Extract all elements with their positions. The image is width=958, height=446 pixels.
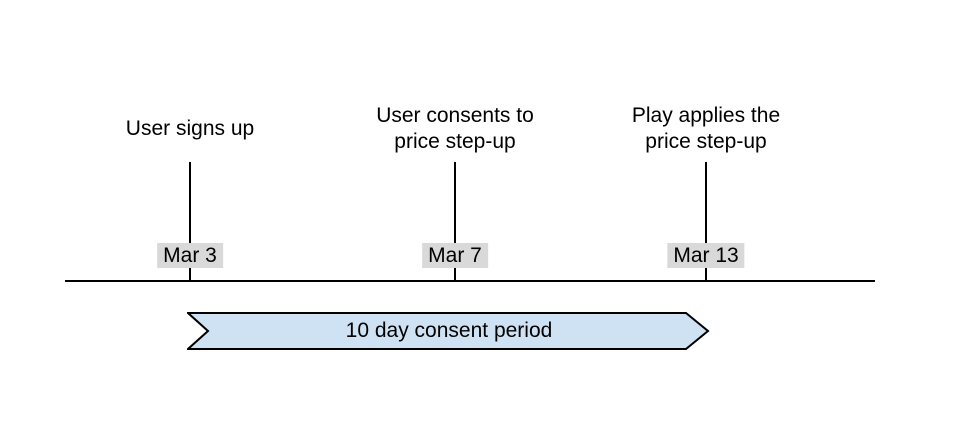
date-badge-mar-13: Mar 13 bbox=[667, 243, 745, 268]
milestone-label-play-applies: Play applies the price step-up bbox=[586, 102, 826, 156]
milestone-label-user-signs-up: User signs up bbox=[70, 102, 310, 156]
milestone-label-line: Play applies the bbox=[631, 104, 781, 127]
milestone-label-line: User consents to bbox=[376, 104, 534, 127]
milestone-tick-line bbox=[705, 162, 707, 282]
milestone-label-user-consents: User consents to price step-up bbox=[335, 102, 575, 156]
date-badge-mar-7: Mar 7 bbox=[422, 243, 488, 268]
milestone-tick-line bbox=[189, 162, 191, 282]
milestone-tick-line bbox=[454, 162, 456, 282]
date-badge-mar-3: Mar 3 bbox=[157, 243, 223, 268]
milestone-label-line: price step-up bbox=[394, 130, 516, 153]
consent-period-label: 10 day consent period bbox=[345, 319, 553, 342]
milestone-label-line: User signs up bbox=[125, 117, 255, 140]
timeline-axis bbox=[65, 280, 875, 282]
milestone-label-line: price step-up bbox=[645, 130, 767, 153]
consent-period-banner bbox=[187, 312, 710, 350]
consent-period-arrow-shape bbox=[187, 312, 710, 350]
